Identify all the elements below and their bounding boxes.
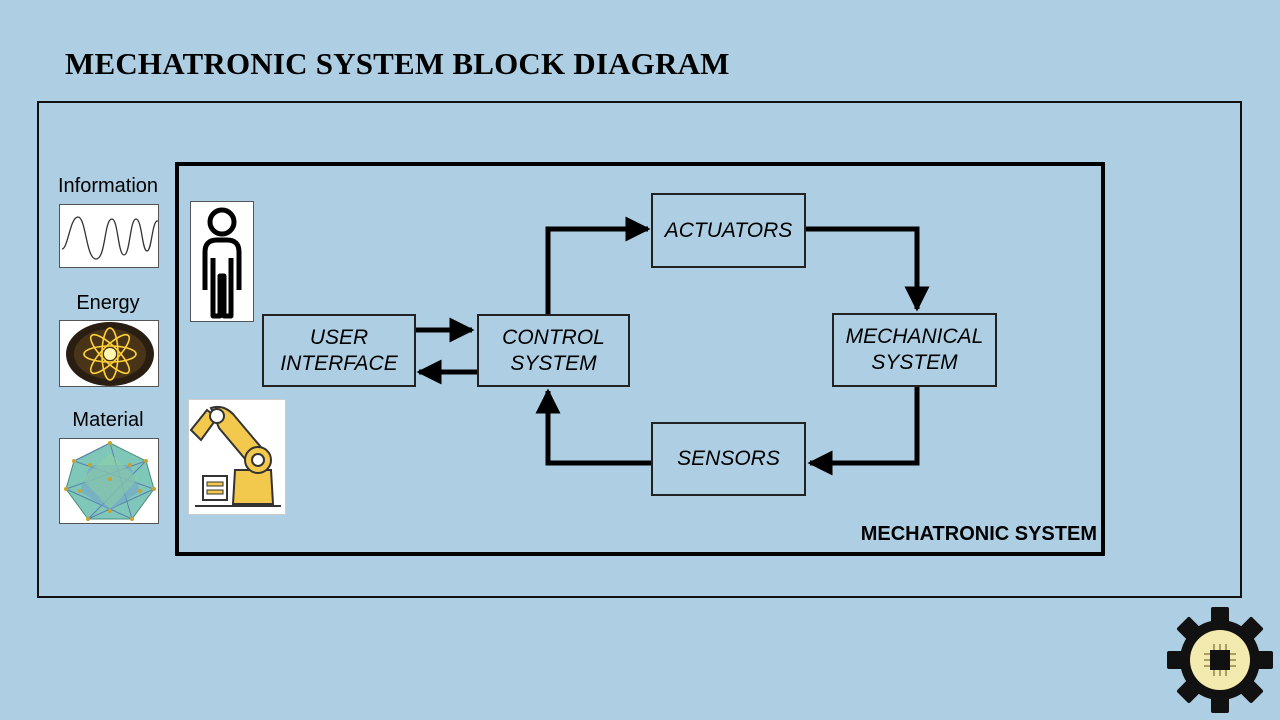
sensors-block: SENSORS [651,422,806,496]
gear-logo-icon [1167,607,1273,713]
mechanical-to-sensors-arrow [807,387,920,476]
crystal-lattice-icon [59,438,159,524]
control-to-actuators-arrow [545,216,651,314]
actuators-block: ACTUATORS [651,193,806,268]
mechatronic-system-frame: MECHATRONIC SYSTEM [175,162,1105,556]
robot-arm-icon [188,399,286,515]
page-title: MECHATRONIC SYSTEM BLOCK DIAGRAM [65,46,730,81]
actuators-to-mechanical-arrow [806,226,930,312]
material-label: Material [72,409,144,431]
information-label: Information [57,175,159,197]
energy-label: Energy [76,292,140,314]
person-icon [190,201,254,322]
energy-burst-icon [59,320,159,387]
outer-frame [37,101,1242,598]
mechatronic-system-label: MECHATRONIC SYSTEM [860,523,1097,545]
waveform-icon [59,204,159,268]
sensors-to-control-arrow [535,388,652,466]
